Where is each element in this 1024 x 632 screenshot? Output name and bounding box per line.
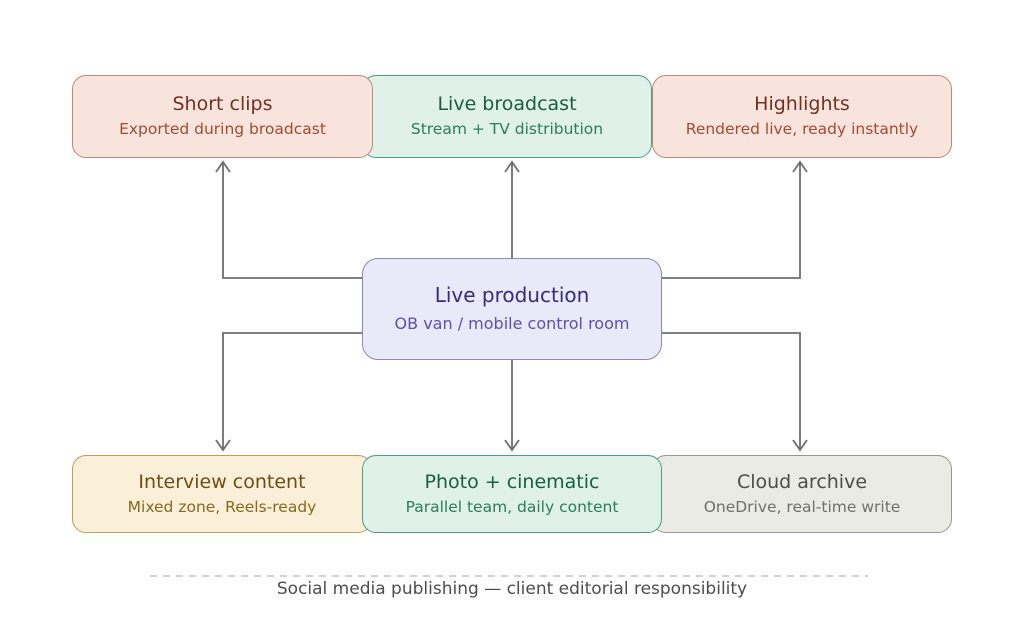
- footer-note: Social media publishing — client editori…: [276, 579, 748, 599]
- node-title: Photo + cinematic: [424, 470, 600, 493]
- arrow-center-to-short-clips: [222, 163, 362, 279]
- node-subtitle: Mixed zone, Reels-ready: [127, 497, 317, 516]
- node-interview-content: Interview content Mixed zone, Reels-read…: [72, 455, 372, 533]
- node-live-production: Live production OB van / mobile control …: [362, 258, 662, 360]
- node-title: Highlights: [754, 93, 850, 116]
- node-subtitle: Parallel team, daily content: [405, 497, 619, 516]
- node-title: Live production: [434, 283, 590, 308]
- arrow-center-to-cloud: [662, 332, 801, 449]
- node-subtitle: OneDrive, real-time write: [703, 497, 901, 516]
- node-highlights: Highlights Rendered live, ready instantl…: [652, 75, 952, 158]
- node-title: Live broadcast: [437, 93, 577, 116]
- node-title: Cloud archive: [736, 470, 868, 493]
- node-live-broadcast: Live broadcast Stream + TV distribution: [362, 75, 652, 158]
- arrow-center-to-interview: [222, 332, 362, 449]
- node-short-clips: Short clips Exported during broadcast: [72, 75, 373, 158]
- node-photo-cinematic: Photo + cinematic Parallel team, daily c…: [362, 455, 662, 533]
- node-subtitle: Rendered live, ready instantly: [685, 120, 919, 139]
- node-subtitle: OB van / mobile control room: [394, 314, 630, 334]
- node-title: Short clips: [172, 93, 273, 116]
- node-subtitle: Stream + TV distribution: [410, 120, 604, 139]
- node-subtitle: Exported during broadcast: [119, 120, 326, 139]
- node-title: Interview content: [138, 470, 306, 493]
- arrow-center-to-highlights: [662, 163, 801, 279]
- node-cloud-archive: Cloud archive OneDrive, real-time write: [652, 455, 952, 533]
